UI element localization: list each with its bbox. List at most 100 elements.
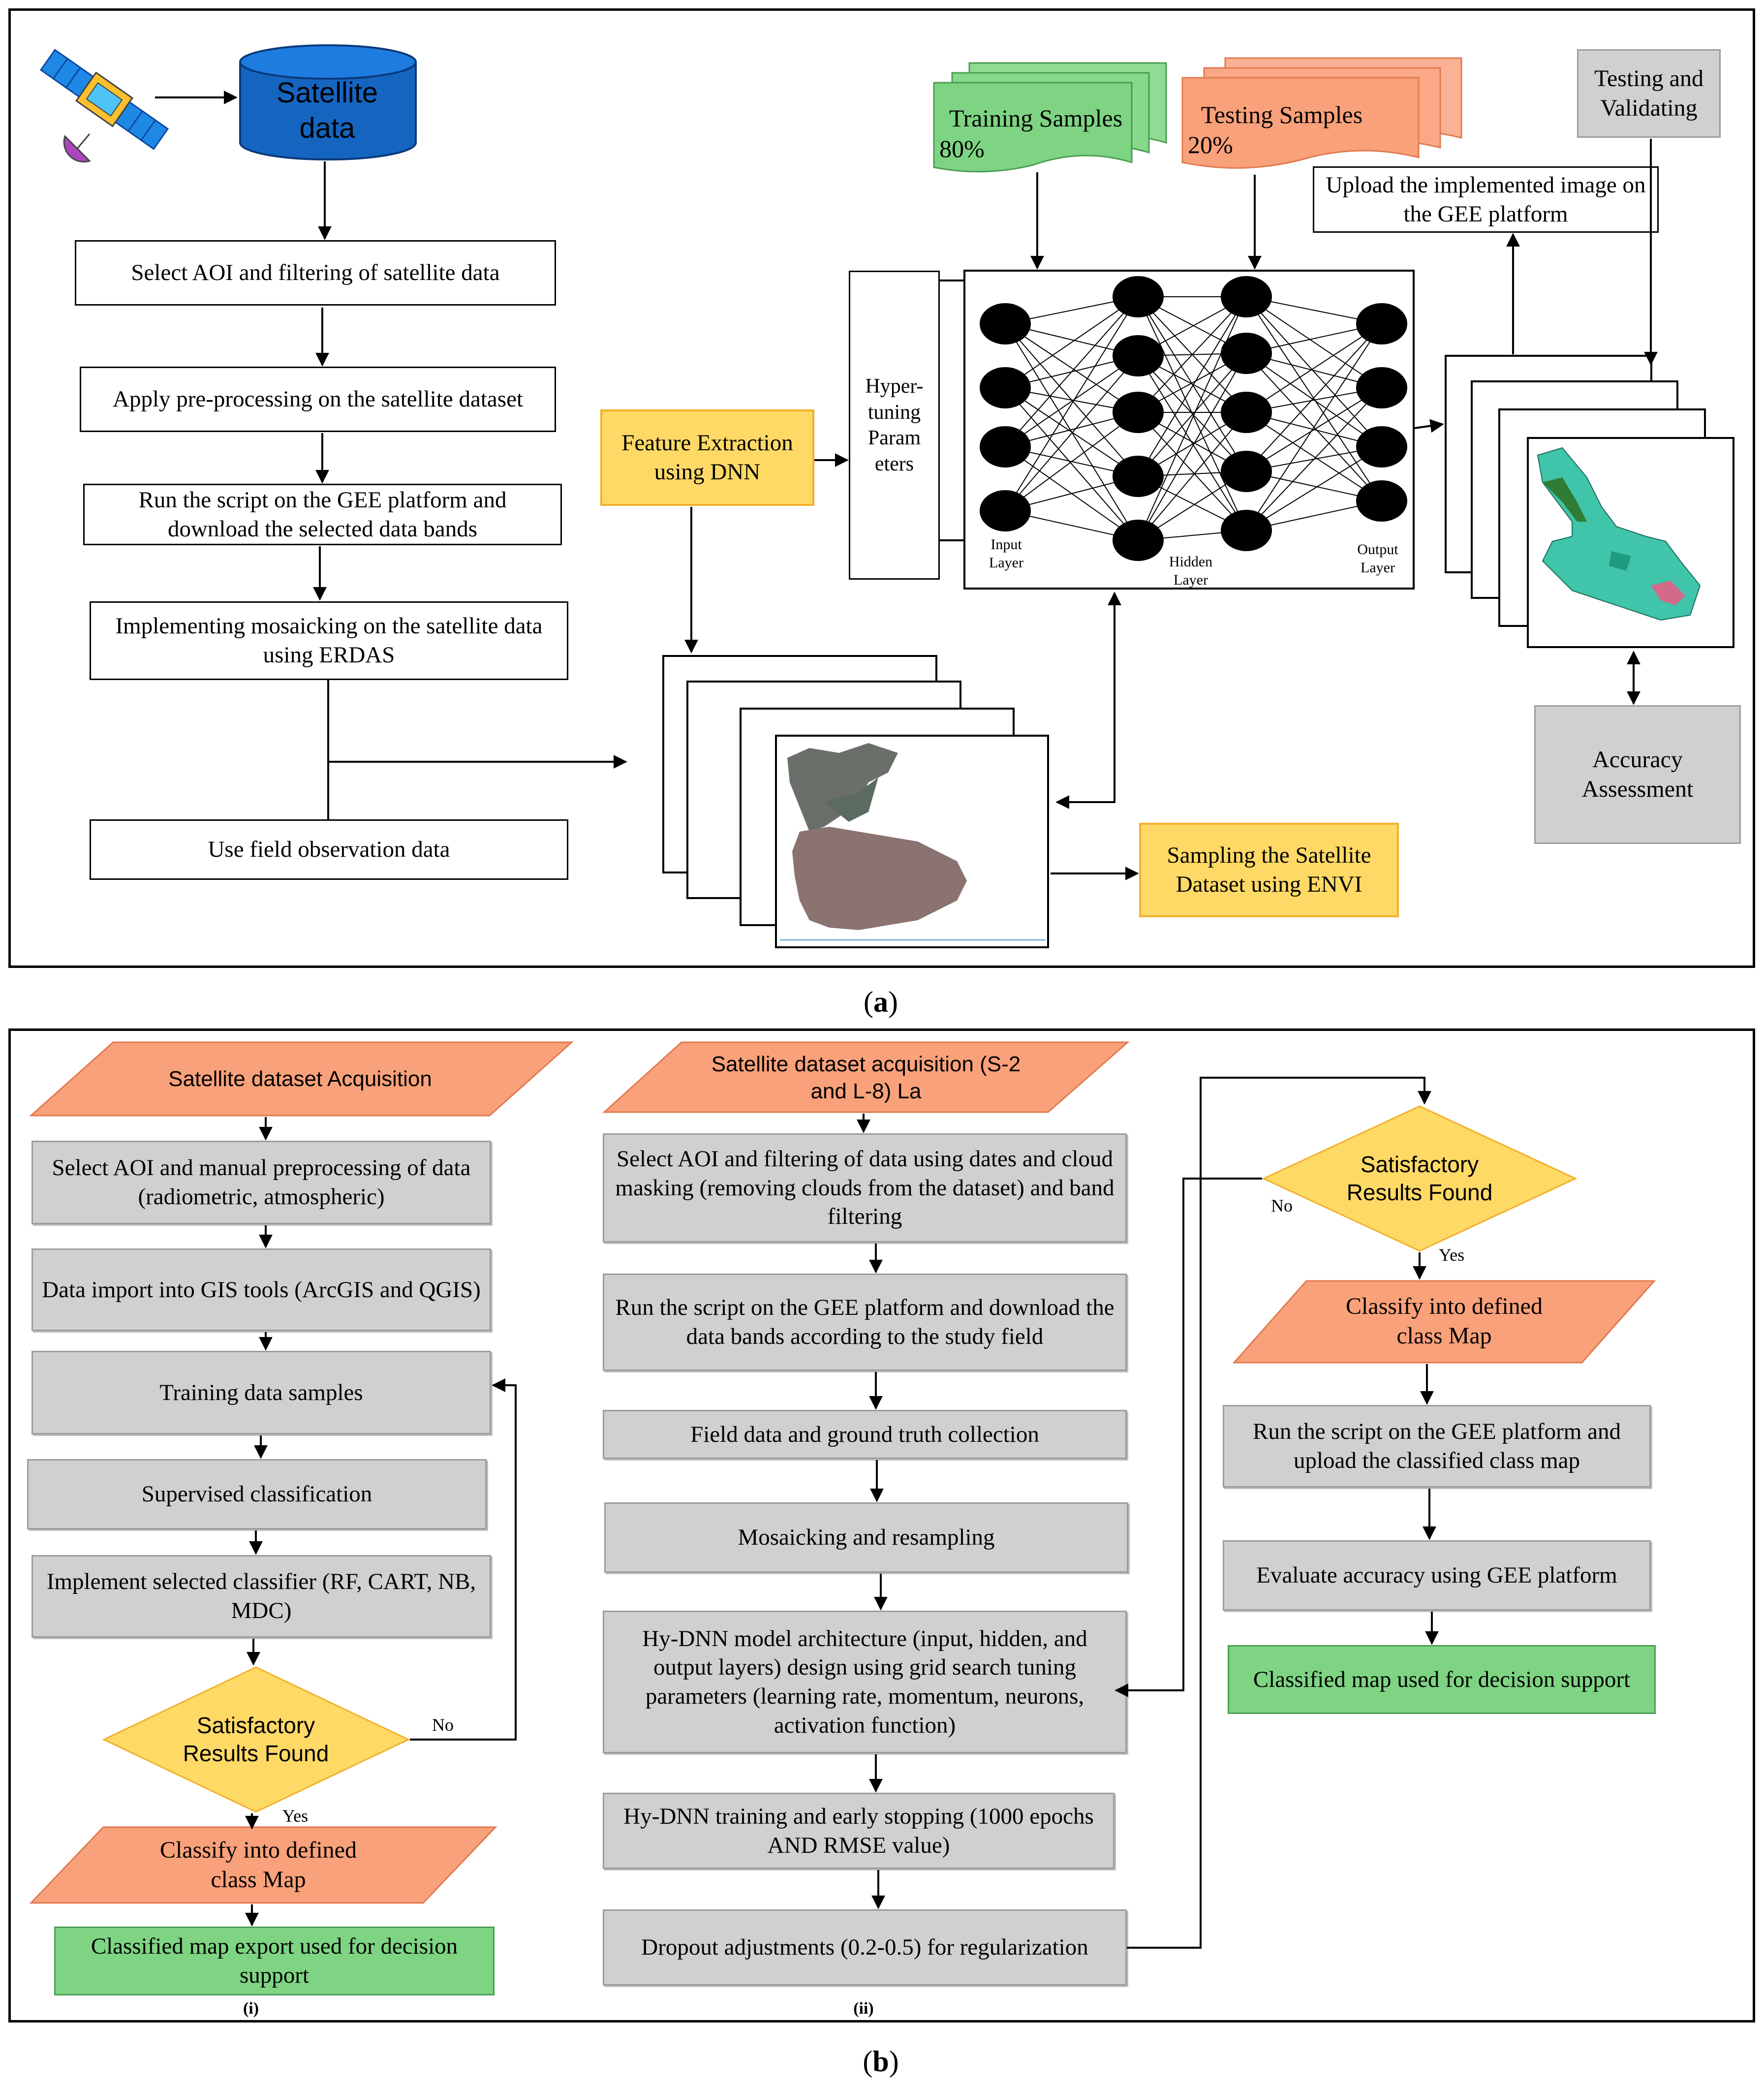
col1-step-select-aoi: Select AOI and manual preprocessing of d… xyxy=(31,1141,491,1224)
nn-connection xyxy=(1005,387,1139,477)
arrow-stack-nn xyxy=(1055,591,1121,809)
step-field-observation: Use field observation data xyxy=(90,819,568,880)
nn-connection xyxy=(1246,296,1382,501)
col3-step-run-script: Run the script on the GEE platform and u… xyxy=(1223,1405,1651,1488)
satellite-icon xyxy=(31,26,178,173)
step-run-script: Run the script on the GEE platform and d… xyxy=(83,484,562,545)
arrow-nn-to-output xyxy=(1414,419,1444,433)
col3-final-box: Classified map used for decision support xyxy=(1228,1645,1656,1714)
nn-connection xyxy=(1005,387,1139,541)
col2-step-dropout: Dropout adjustments (0.2-0.5) for regula… xyxy=(603,1909,1127,1986)
col1-classify-parallelogram xyxy=(29,1826,497,1904)
panel-a-caption: (a) xyxy=(864,986,898,1018)
testing-samples-label: Testing Samples xyxy=(1201,100,1363,128)
nn-node xyxy=(1113,456,1164,497)
nn-node xyxy=(980,426,1031,467)
nn-connection xyxy=(1138,355,1247,531)
col1-step-supervised: Supervised classification xyxy=(27,1459,487,1529)
col3-decision-diamond xyxy=(1262,1105,1578,1252)
neural-network-diagram xyxy=(963,270,1415,590)
nn-connection xyxy=(1005,296,1139,388)
input-map-stack xyxy=(662,654,1051,950)
nn-output-layer-label: Output Layer xyxy=(1357,541,1398,576)
nn-node xyxy=(1356,303,1407,344)
nn-node xyxy=(1221,451,1272,492)
nn-node xyxy=(1221,510,1272,551)
col2-step-training: Hy-DNN training and early stopping (1000… xyxy=(603,1793,1114,1869)
arrow-c2-to-c3-decision xyxy=(1127,1077,1431,1949)
nn-connection xyxy=(1138,296,1247,413)
arrow-c3-no-loop xyxy=(1114,1178,1262,1697)
nn-node xyxy=(1113,520,1164,561)
nn-node xyxy=(1356,367,1407,408)
upload-box: Upload the implemented image on the GEE … xyxy=(1313,166,1659,233)
nn-connection xyxy=(1246,323,1382,531)
testing-validating-box: Testing and Validating xyxy=(1577,49,1721,138)
nn-node xyxy=(1113,276,1164,317)
nn-connection xyxy=(1138,353,1247,541)
col2-acquisition-parallelogram xyxy=(602,1041,1130,1114)
nn-node xyxy=(1221,276,1272,317)
nn-node xyxy=(1113,392,1164,433)
nn-connection xyxy=(1005,412,1139,511)
nn-connection xyxy=(1005,296,1139,447)
nn-hidden-layer-label: Hidden Layer xyxy=(1169,553,1213,589)
nn-connection xyxy=(1246,412,1382,501)
nn-node xyxy=(1221,392,1272,433)
col3-step-evaluate: Evaluate accuracy using GEE platform xyxy=(1223,1540,1651,1611)
nn-connection xyxy=(1138,296,1247,477)
arrow-c1-no-loop xyxy=(410,1378,517,1741)
nn-connection xyxy=(1005,296,1139,511)
col2-step-select-aoi: Select AOI and filtering of data using d… xyxy=(603,1133,1127,1243)
panel-b-frame xyxy=(8,1028,1755,2023)
nn-connection xyxy=(1005,355,1139,511)
col3-classify-label: Classify into defined class Map xyxy=(1346,1293,1543,1349)
col1-step-data-import: Data import into GIS tools (ArcGIS and Q… xyxy=(31,1248,491,1331)
training-samples-stack xyxy=(930,59,1176,177)
nn-node xyxy=(980,303,1031,344)
step-preprocessing: Apply pre-processing on the satellite da… xyxy=(80,367,556,432)
nn-connection xyxy=(1246,387,1382,531)
satellite-data-label: Satellite data xyxy=(276,76,378,145)
col1-label: (i) xyxy=(243,1999,259,2018)
panel-a-frame xyxy=(8,8,1755,968)
col2-step-field-data: Field data and ground truth collection xyxy=(603,1410,1127,1459)
col3-decision-label: Satisfactory Results Found xyxy=(1346,1151,1493,1206)
nn-connection xyxy=(1246,323,1382,472)
hypertuning-box: Hyper-tuning Param eters xyxy=(849,271,940,580)
nn-node xyxy=(980,490,1031,531)
col3-no-label: No xyxy=(1271,1195,1293,1215)
col1-decision-diamond xyxy=(102,1666,410,1813)
col1-classify-label: Classify into defined class Map xyxy=(160,1837,357,1893)
col1-step-classifier: Implement selected classifier (RF, CART,… xyxy=(31,1555,491,1638)
nn-node xyxy=(1356,426,1407,467)
nn-node xyxy=(1221,333,1272,374)
col2-step-run-script: Run the script on the GEE platform and d… xyxy=(603,1274,1127,1371)
nn-connection xyxy=(1246,446,1382,531)
col2-step-mosaicking: Mosaicking and resampling xyxy=(604,1502,1128,1573)
col2-step-hydnn-architecture: Hy-DNN model architecture (input, hidden… xyxy=(603,1611,1127,1753)
nn-connection xyxy=(1138,353,1247,477)
nn-connection xyxy=(1138,412,1247,531)
panel-b-caption-letter: b xyxy=(872,2045,889,2078)
nn-node xyxy=(980,367,1031,408)
accuracy-assessment-box: Accuracy Assessment xyxy=(1534,705,1741,844)
col1-acquisition-label: Satellite dataset Acquisition xyxy=(168,1067,432,1091)
col1-no-label: No xyxy=(432,1714,454,1735)
nn-connection xyxy=(1005,323,1139,413)
panel-a-caption-letter: a xyxy=(873,986,888,1018)
satellite-data-database xyxy=(238,43,418,161)
sampling-envi-box: Sampling the Satellite Dataset using ENV… xyxy=(1139,823,1399,917)
training-samples-label: Training Samples xyxy=(949,104,1123,132)
col1-acquisition-parallelogram xyxy=(29,1041,574,1117)
col1-final-box: Classified map export used for decision … xyxy=(54,1927,495,1995)
step-select-aoi: Select AOI and filtering of satellite da… xyxy=(75,240,556,306)
col3-classify-parallelogram xyxy=(1232,1279,1656,1364)
nn-node xyxy=(1356,480,1407,522)
testing-samples-pct: 20% xyxy=(1188,131,1233,159)
nn-connection xyxy=(1246,296,1382,447)
training-samples-pct: 80% xyxy=(939,135,985,163)
col2-acquisition-label: Satellite dataset acquisition (S-2 and L… xyxy=(711,1052,1021,1103)
panel-b-caption: (b) xyxy=(863,2045,899,2078)
